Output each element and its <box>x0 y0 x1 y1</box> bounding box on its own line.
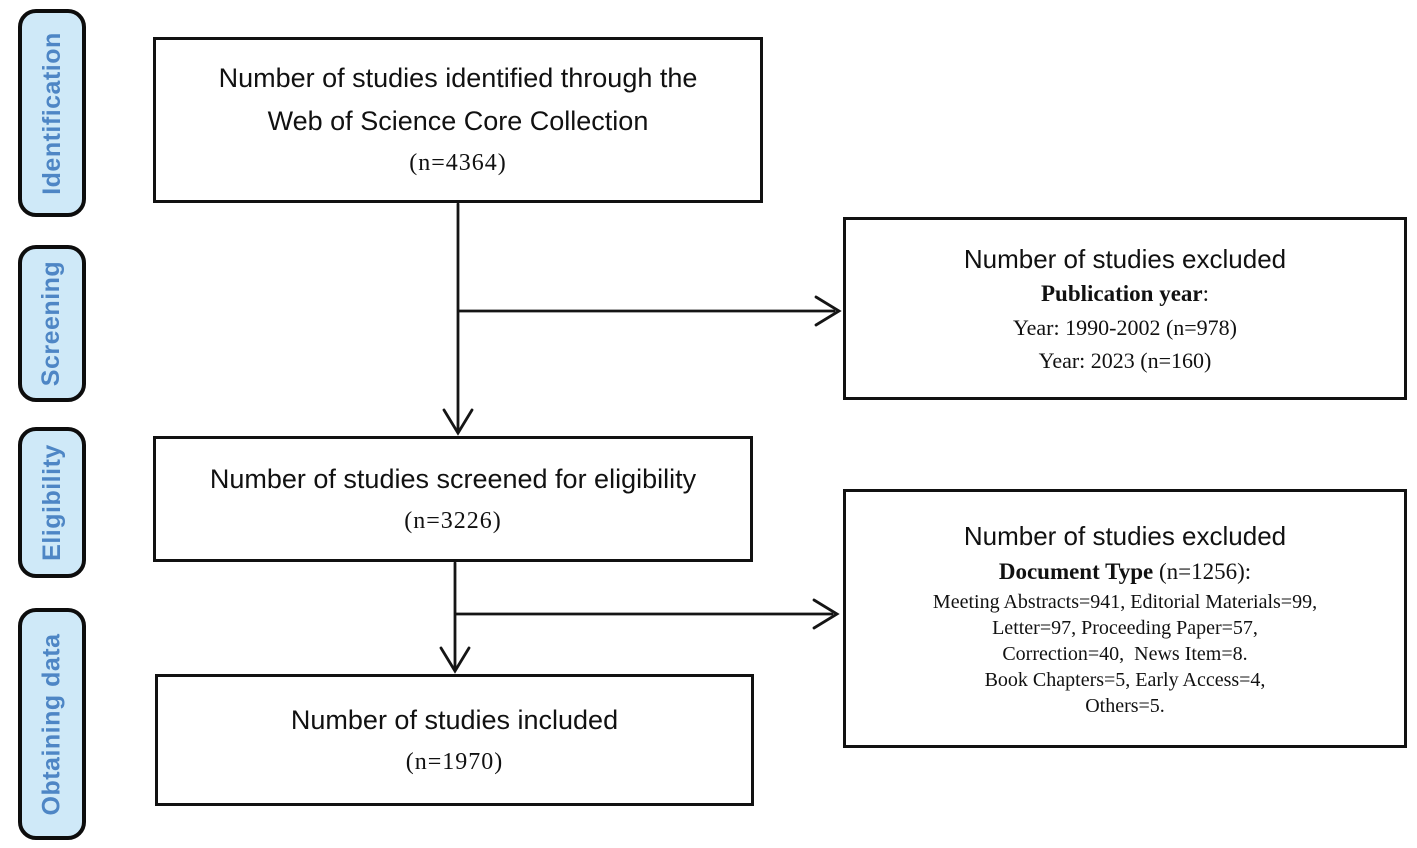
excluded-subtitle-bold: Publication year <box>1040 280 1203 306</box>
excluded-subtitle-rest: : <box>1202 280 1210 306</box>
box-studies-included: Number of studies included (n=1970) <box>155 674 754 806</box>
stage-label-eligibility: Eligibility <box>37 444 66 561</box>
excluded-subtitle: Document Type (n=1256): <box>999 554 1251 589</box>
stage-box-obtaining-data: Obtaining data <box>18 608 86 840</box>
box-studies-identified-line: Web of Science Core Collection <box>267 106 649 136</box>
box-studies-included-line: Number of studies included <box>290 704 619 735</box>
box-studies-identified-line: Number of studies identified through the <box>218 63 698 93</box>
excluded-detail-line: Book Chapters=5, Early Access=4, <box>984 669 1266 691</box>
excluded-detail-line: Correction=40, News Item=8. <box>1002 643 1248 665</box>
excluded-title: Number of studies excluded <box>963 521 1287 551</box>
box-studies-screened-line: Number of studies screened for eligibili… <box>209 463 697 494</box>
stage-box-eligibility: Eligibility <box>18 427 86 578</box>
excluded-detail-line: Others=5. <box>1085 695 1165 717</box>
box-excluded-document-type: Number of studies excluded Document Type… <box>843 489 1407 748</box>
arrow-to-excluded-document-type <box>454 598 840 630</box>
excluded-subtitle-bold: Document Type <box>998 559 1154 584</box>
excluded-detail-line: Year: 2023 (n=160) <box>1038 347 1212 373</box>
excluded-subtitle: Publication year: <box>1041 277 1209 311</box>
stage-label-obtaining-data: Obtaining data <box>37 633 66 815</box>
box-studies-identified: Number of studies identified through the… <box>153 37 763 203</box>
stage-box-identification: Identification <box>18 9 86 217</box>
stage-label-screening: Screening <box>37 260 66 387</box>
box-studies-screened-count: (n=3226) <box>404 507 502 534</box>
arrow-screened-to-included <box>439 561 471 674</box>
excluded-detail-line: Meeting Abstracts=941, Editorial Materia… <box>932 591 1318 613</box>
box-excluded-publication-year: Number of studies excluded Publication y… <box>843 217 1407 400</box>
box-studies-identified-count: (n=4364) <box>409 150 507 176</box>
stage-label-identification: Identification <box>37 31 66 195</box>
excluded-subtitle-rest: (n=1256): <box>1153 559 1252 584</box>
excluded-detail-line: Year: 1990-2002 (n=978) <box>1012 314 1238 340</box>
arrow-to-excluded-publication-year <box>457 295 842 327</box>
excluded-detail-line: Letter=97, Proceeding Paper=57, <box>992 617 1258 639</box>
arrow-identified-to-screened <box>442 202 474 436</box>
excluded-title: Number of studies excluded <box>963 243 1287 274</box>
box-studies-included-count: (n=1970) <box>405 748 504 775</box>
stage-box-screening: Screening <box>18 245 86 402</box>
box-studies-screened: Number of studies screened for eligibili… <box>153 436 753 562</box>
